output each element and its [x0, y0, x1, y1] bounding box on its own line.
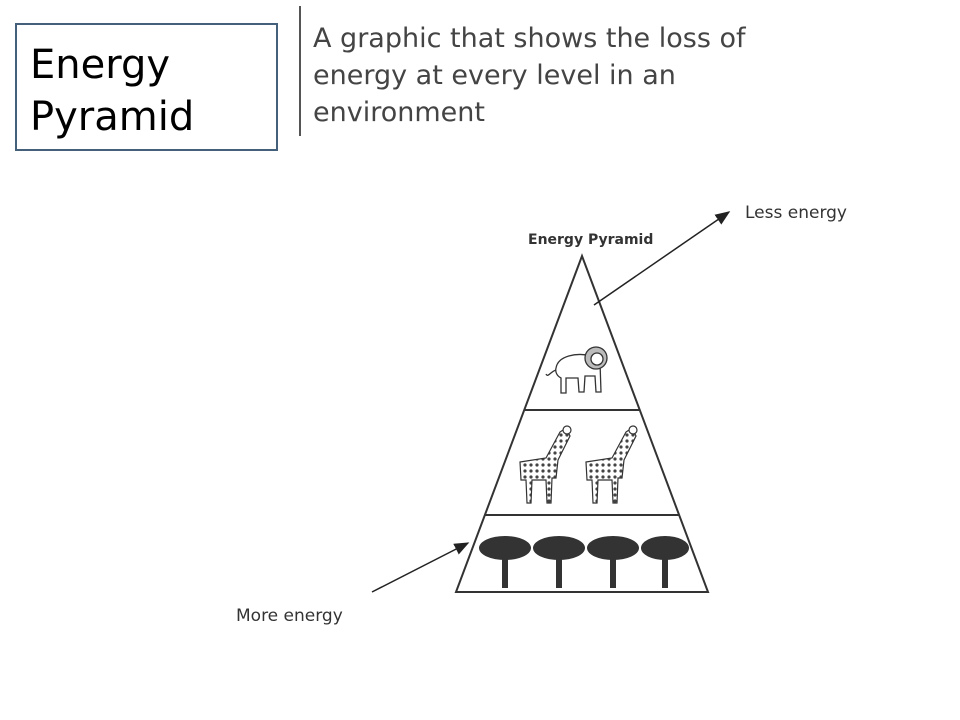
more-energy-label: More energy: [236, 606, 343, 626]
lion-icon: [545, 346, 608, 394]
pyramid-outline: [454, 253, 710, 593]
giraffe-icon: [585, 425, 638, 504]
giraffe-icon: [519, 425, 572, 504]
less-energy-label: Less energy: [745, 203, 847, 223]
tree-icon: [587, 536, 639, 588]
title-line-2: Pyramid: [30, 94, 195, 140]
tree-icon: [641, 536, 689, 588]
more-energy-arrow: [371, 542, 470, 593]
pyramid-heading: Energy Pyramid: [528, 232, 653, 248]
divider: [299, 6, 301, 136]
title-box: Energy Pyramid: [15, 23, 278, 151]
definition-line-1: A graphic that shows the loss of: [313, 23, 746, 54]
title-line-1: Energy: [30, 42, 171, 88]
definition-text: A graphic that shows the loss of energy …: [313, 20, 913, 131]
tree-icon: [479, 536, 531, 588]
tree-icon: [533, 536, 585, 588]
definition-line-3: environment: [313, 97, 485, 128]
less-energy-arrow: [593, 211, 731, 306]
definition-line-2: energy at every level in an: [313, 60, 676, 91]
